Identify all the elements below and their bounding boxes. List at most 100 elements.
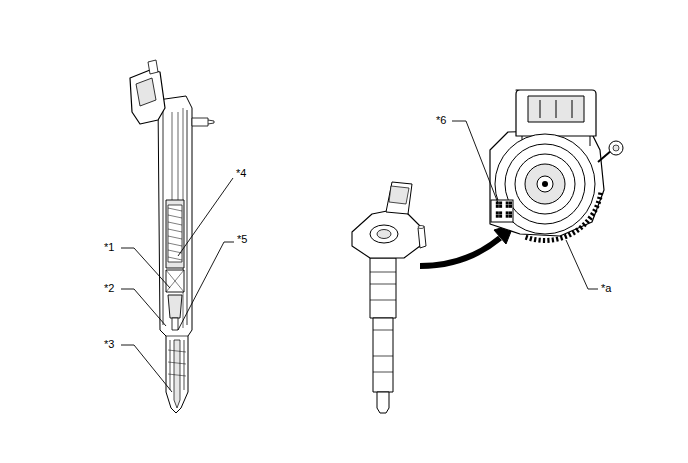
qr-module xyxy=(496,215,499,218)
code-tick xyxy=(572,231,575,235)
connector-housing xyxy=(386,182,412,214)
qr-module xyxy=(499,205,502,208)
qr-module xyxy=(496,211,499,214)
code-tick xyxy=(595,206,600,208)
leader-line xyxy=(121,345,172,392)
leader-line xyxy=(178,242,234,330)
code-tick xyxy=(576,228,579,232)
callout-number: *4 xyxy=(236,167,246,179)
connector-pins xyxy=(540,100,572,118)
qr-module xyxy=(499,202,502,205)
fuel-inlet-pin xyxy=(192,118,208,126)
callout-number: *2 xyxy=(104,282,114,294)
qr-module xyxy=(506,202,509,205)
code-tick xyxy=(538,238,541,243)
enlarge-arrow xyxy=(420,238,500,266)
head-boss-ring xyxy=(505,144,585,224)
nozzle-thread xyxy=(168,350,186,376)
connector-socket xyxy=(528,96,584,122)
terminal-wire xyxy=(172,112,178,200)
connector-socket xyxy=(136,78,156,106)
callout-number: *5 xyxy=(237,233,247,245)
nozzle-tip xyxy=(377,392,389,413)
pin-top xyxy=(418,226,424,229)
code-tick xyxy=(579,226,582,230)
pin-hole xyxy=(613,145,619,151)
head-boss xyxy=(370,225,398,243)
qr-module xyxy=(509,202,512,205)
needle-valve xyxy=(174,340,180,408)
callout-number: *6 xyxy=(436,114,446,126)
spring-coil xyxy=(168,208,182,211)
spring-coil xyxy=(168,243,182,246)
leak-off-pin xyxy=(418,226,426,248)
qr-code xyxy=(491,200,513,222)
leak-off-pin xyxy=(609,141,623,155)
body-inner-wall xyxy=(163,110,187,325)
head-center xyxy=(377,230,391,239)
nozzle-holder xyxy=(373,318,393,392)
qr-module xyxy=(496,205,499,208)
leader-line xyxy=(121,289,166,326)
connector-housing xyxy=(516,90,596,136)
qr-module xyxy=(509,205,512,208)
head-boss-ring xyxy=(525,164,565,204)
injector-body xyxy=(158,96,192,413)
armature-detail xyxy=(166,270,184,292)
leader-line xyxy=(452,121,498,203)
code-tick xyxy=(561,236,562,241)
code-tick xyxy=(557,237,558,242)
leader-line xyxy=(178,178,233,256)
code-tick xyxy=(588,216,592,219)
connector-socket xyxy=(389,186,409,204)
solenoid-coil xyxy=(166,200,184,268)
spring-coil xyxy=(168,222,182,225)
valve-seat xyxy=(172,318,178,330)
leader-line xyxy=(566,240,598,289)
center-dot xyxy=(542,181,548,187)
callout-number: *1 xyxy=(104,241,114,253)
injector-head xyxy=(352,208,420,258)
leader-line xyxy=(121,248,170,288)
code-tick xyxy=(551,237,554,242)
qr-module xyxy=(499,215,502,218)
spring-coil xyxy=(168,236,182,239)
center-port xyxy=(537,176,553,192)
control-valve xyxy=(168,295,182,318)
qr-module xyxy=(509,215,512,218)
code-tick xyxy=(593,209,597,211)
qr-module xyxy=(499,211,502,214)
spring-coil xyxy=(168,229,182,232)
qr-module xyxy=(506,205,509,208)
connector-tab xyxy=(148,60,158,74)
code-tick xyxy=(530,236,531,241)
code-tick xyxy=(591,213,595,216)
code-tick xyxy=(543,238,545,243)
qr-module xyxy=(509,211,512,214)
code-tick xyxy=(585,220,589,223)
callout-number: *a xyxy=(601,282,611,294)
qr-module xyxy=(506,211,509,214)
code-tick xyxy=(565,234,567,239)
code-tick xyxy=(598,192,603,195)
code-tick xyxy=(597,198,602,199)
head-housing xyxy=(490,130,604,236)
code-tick xyxy=(547,238,550,243)
armature xyxy=(166,270,184,292)
callout-number: *3 xyxy=(104,338,114,350)
code-tick xyxy=(596,202,601,204)
code-tick xyxy=(526,235,528,240)
head-boss-ring xyxy=(515,154,575,214)
spring-coil xyxy=(168,215,182,218)
code-tick xyxy=(583,223,586,227)
body-ring xyxy=(370,272,396,300)
electrical-connector xyxy=(130,70,165,124)
pin-tip xyxy=(208,120,214,124)
code-tick xyxy=(569,233,571,237)
code-tick xyxy=(534,237,537,242)
holder-ring xyxy=(373,330,393,372)
qr-module xyxy=(506,215,509,218)
injector-body xyxy=(370,258,396,318)
spring-coil xyxy=(168,257,182,260)
